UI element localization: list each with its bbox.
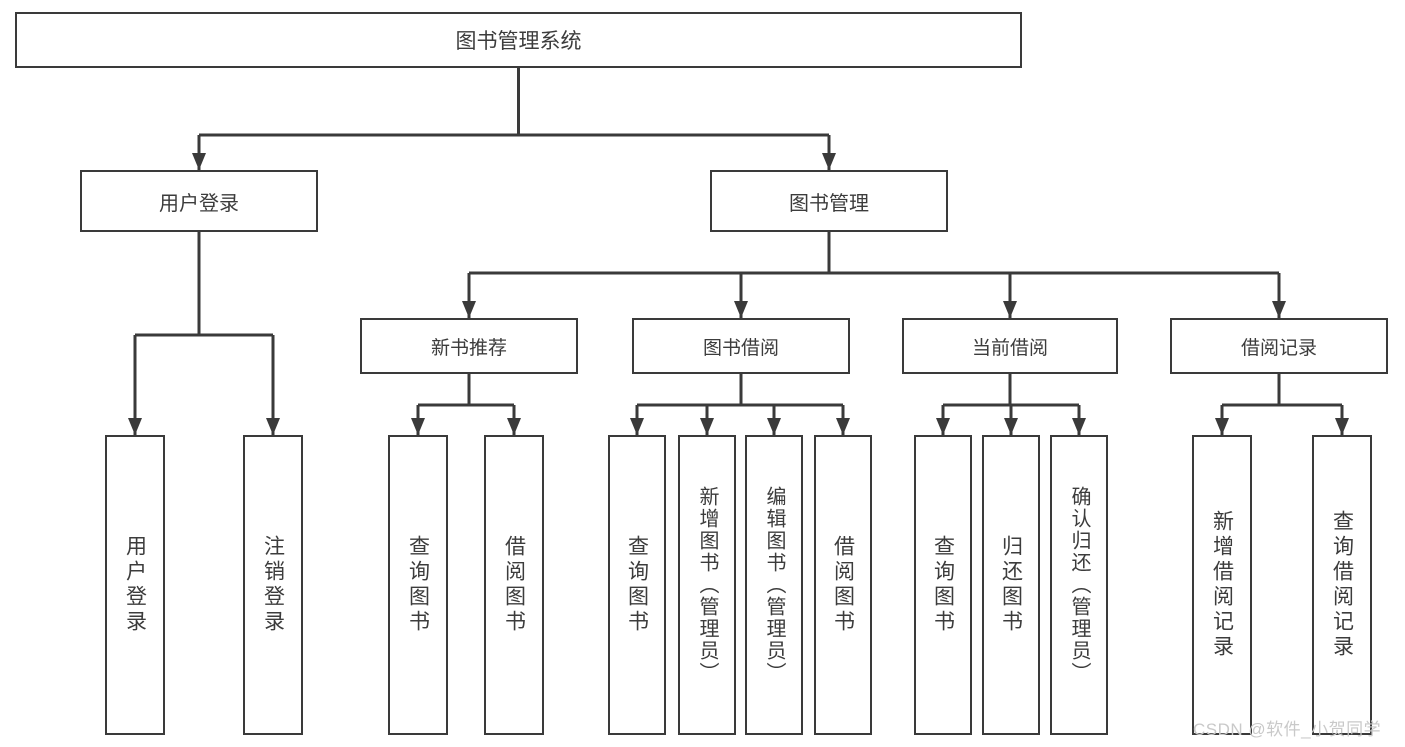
node-label: 新书推荐 xyxy=(430,337,507,359)
node-leaf-add-book-admin: 新增图书（管理员） xyxy=(678,435,736,735)
node-label: 用户登录 xyxy=(123,535,147,635)
arrow-head xyxy=(836,418,850,435)
node-user-login: 用户登录 xyxy=(80,170,318,232)
arrow-head xyxy=(1335,418,1349,435)
node-label: 图书管理系统 xyxy=(455,30,582,53)
node-book-management: 图书管理 xyxy=(710,170,948,232)
node-current-borrow: 当前借阅 xyxy=(902,318,1118,374)
node-borrow-record: 借阅记录 xyxy=(1170,318,1388,374)
node-root-root: 图书管理系统 xyxy=(15,12,1022,68)
arrow-head xyxy=(1004,418,1018,435)
arrow-head xyxy=(1072,418,1086,435)
arrow-head xyxy=(1003,301,1017,318)
arrow-head xyxy=(700,418,714,435)
csdn-watermark: CSDN @软件_小贺同学 xyxy=(1193,720,1382,739)
arrow-head xyxy=(767,418,781,435)
node-label: 查询图书 xyxy=(406,535,430,635)
arrow-head xyxy=(1215,418,1229,435)
node-label: 查询借阅记录 xyxy=(1330,510,1354,660)
node-label: 编辑图书（管理员） xyxy=(763,486,785,684)
arrow-head xyxy=(266,418,280,435)
arrow-head xyxy=(936,418,950,435)
arrow-head xyxy=(192,153,206,170)
node-leaf-add-borrow-record: 新增借阅记录 xyxy=(1192,435,1252,735)
node-label: 当前借阅 xyxy=(971,337,1048,359)
arrow-head xyxy=(1272,301,1286,318)
node-label: 新增图书（管理员） xyxy=(696,486,718,684)
node-label: 注销登录 xyxy=(261,535,285,635)
node-leaf-return-book: 归还图书 xyxy=(982,435,1040,735)
node-leaf-user-login: 用户登录 xyxy=(105,435,165,735)
node-label: 确认归还（管理员） xyxy=(1068,486,1090,684)
node-leaf-edit-book-admin: 编辑图书（管理员） xyxy=(745,435,803,735)
arrow-head xyxy=(411,418,425,435)
node-label: 借阅记录 xyxy=(1240,337,1317,359)
node-label: 用户登录 xyxy=(159,192,239,215)
node-book-borrow: 图书借阅 xyxy=(632,318,850,374)
arrow-head xyxy=(734,301,748,318)
node-leaf-query-book-2: 查询图书 xyxy=(608,435,666,735)
node-leaf-borrow-book-2: 借阅图书 xyxy=(814,435,872,735)
node-label: 归还图书 xyxy=(999,535,1023,635)
node-leaf-confirm-return-admin: 确认归还（管理员） xyxy=(1050,435,1108,735)
arrow-head xyxy=(462,301,476,318)
node-label: 新增借阅记录 xyxy=(1210,510,1234,660)
node-new-book-recommend: 新书推荐 xyxy=(360,318,578,374)
node-label: 图书借阅 xyxy=(702,337,779,359)
node-label: 借阅图书 xyxy=(502,535,526,635)
node-label: 查询图书 xyxy=(625,535,649,635)
arrow-head xyxy=(128,418,142,435)
node-leaf-query-borrow-record: 查询借阅记录 xyxy=(1312,435,1372,735)
node-label: 图书管理 xyxy=(789,192,869,215)
arrow-head xyxy=(507,418,521,435)
node-label: 查询图书 xyxy=(931,535,955,635)
node-label: 借阅图书 xyxy=(831,535,855,635)
arrow-head xyxy=(822,153,836,170)
node-leaf-logout-login: 注销登录 xyxy=(243,435,303,735)
node-leaf-query-book-3: 查询图书 xyxy=(914,435,972,735)
node-leaf-borrow-book-1: 借阅图书 xyxy=(484,435,544,735)
arrow-head xyxy=(630,418,644,435)
node-leaf-query-book-1: 查询图书 xyxy=(388,435,448,735)
